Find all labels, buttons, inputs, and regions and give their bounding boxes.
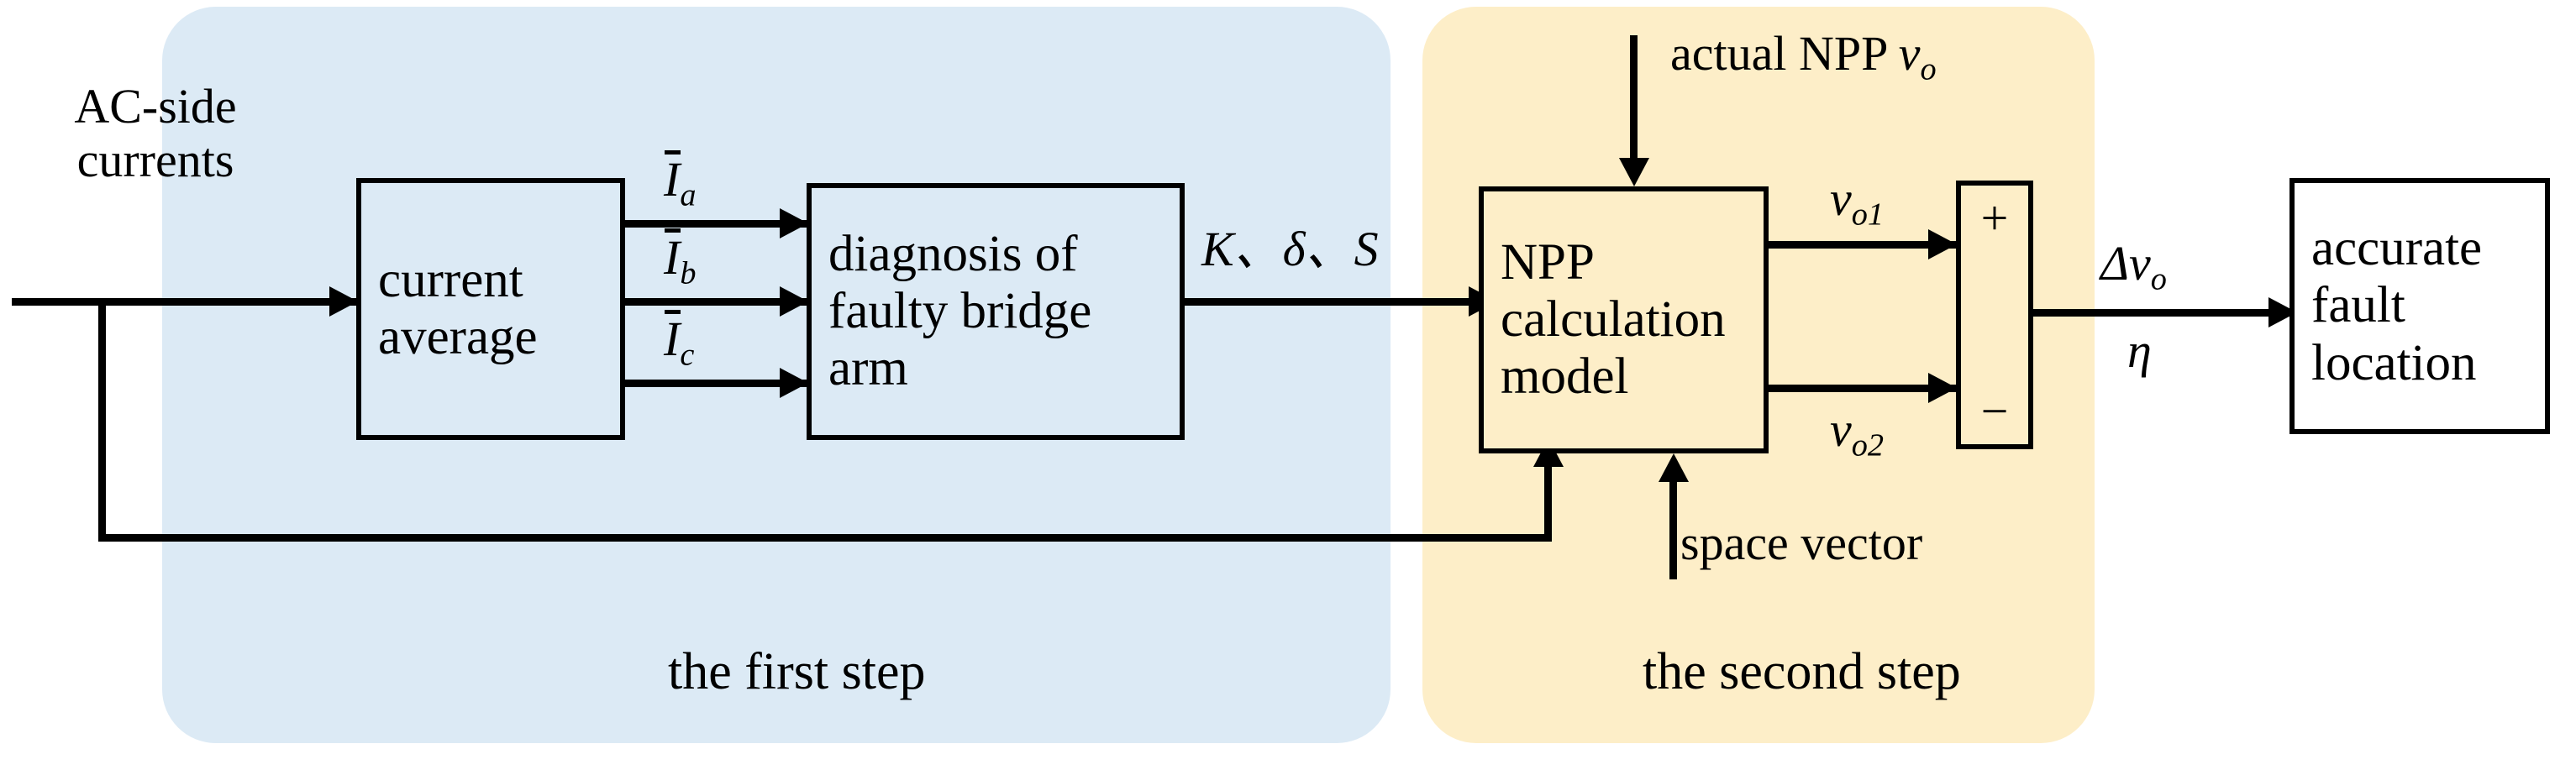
label-actual-npp: actual NPP vo	[1670, 26, 1937, 87]
line-space-vector-input	[1669, 470, 1677, 579]
overline-b: I	[664, 228, 681, 285]
input-line	[12, 298, 356, 306]
caption-second-step: the second step	[1643, 643, 1961, 700]
panel-first-step	[162, 7, 1391, 743]
summing-plus-sign: +	[1980, 191, 2009, 245]
line-actual-npp-input	[1630, 35, 1638, 163]
summing-minus-sign: −	[1980, 384, 2009, 438]
line-current-b	[625, 298, 807, 306]
line-k-delta-s	[1185, 298, 1496, 306]
arrow-vo1	[1928, 229, 1957, 259]
block-accurate-fault-location[interactable]: accurate fault location	[2289, 178, 2550, 434]
arrow-current-b	[780, 286, 808, 317]
arrow-vo2	[1928, 373, 1957, 403]
caption-first-step: the first step	[668, 643, 926, 700]
arrow-actual-npp-input	[1619, 158, 1649, 186]
block-accurate-fault-location-label: accurate fault location	[2311, 220, 2483, 391]
label-k-delta-s: K、δ、S	[1201, 222, 1379, 276]
line-vo2	[1769, 385, 1958, 392]
overline-c: I	[664, 309, 681, 366]
ac-side-currents-line2: currents	[76, 132, 234, 187]
ac-side-currents-line1: AC-side	[74, 79, 237, 134]
arrow-current-a	[780, 208, 808, 238]
feedback-branch-vertical	[98, 298, 106, 542]
feedback-riser-to-npp	[1544, 453, 1552, 537]
feedback-horizontal-line	[98, 534, 1552, 542]
block-npp-label: NPP calculation model	[1501, 233, 1726, 406]
block-current-average[interactable]: current average	[356, 178, 625, 440]
label-vo1: vo1	[1830, 171, 1885, 233]
label-current-a: Ia	[664, 149, 696, 213]
ac-side-currents-label: AC-side currents	[17, 80, 294, 187]
arrow-current-c	[780, 368, 808, 398]
input-arrowhead	[329, 286, 358, 317]
line-current-c	[625, 380, 807, 387]
label-space-vector: space vector	[1680, 516, 1923, 570]
label-delta-vo: Δvo	[2100, 236, 2167, 297]
label-eta: η	[2127, 323, 2152, 378]
block-current-average-label: current average	[378, 251, 538, 365]
line-delta-vo-output	[2028, 309, 2305, 317]
arrow-space-vector-input	[1659, 453, 1689, 482]
block-npp-calculation-model[interactable]: NPP calculation model	[1479, 186, 1769, 453]
line-current-a	[625, 220, 807, 228]
line-vo1	[1769, 241, 1958, 249]
label-current-b: Ib	[664, 228, 696, 291]
block-diagnosis-label: diagnosis of faulty bridge arm	[828, 225, 1092, 397]
summing-junction[interactable]: + −	[1956, 181, 2033, 449]
block-diagnosis-faulty-bridge-arm[interactable]: diagnosis of faulty bridge arm	[807, 183, 1185, 440]
label-vo2: vo2	[1830, 402, 1885, 464]
label-current-c: Ic	[664, 309, 694, 373]
overline-a: I	[664, 149, 681, 207]
